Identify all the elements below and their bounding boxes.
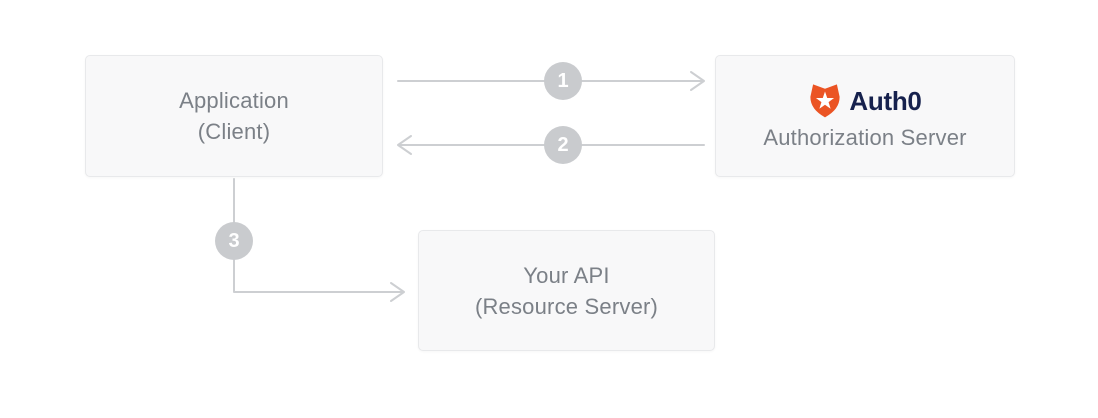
step-1-number: 1	[557, 69, 569, 92]
step-3-badge: 3	[215, 222, 253, 260]
auth0-logo: Auth0	[808, 82, 922, 120]
step-2-badge: 2	[544, 126, 582, 164]
application-node-subtitle: (Client)	[197, 119, 271, 144]
step-3-number: 3	[228, 229, 240, 252]
arrow-3-head-icon	[390, 282, 405, 302]
arrow-1-head-icon	[690, 71, 705, 91]
auth0-authorization-server-node: Auth0 Authorization Server	[715, 55, 1015, 177]
api-node-title: Your API	[523, 262, 610, 288]
auth0-shield-icon	[810, 83, 841, 117]
arrow-3-line	[233, 178, 403, 293]
step-1-badge: 1	[544, 62, 582, 100]
auth0-node-label: Authorization Server	[763, 124, 967, 150]
auth0-wordmark: Auth0	[849, 85, 922, 116]
application-client-node: Application (Client)	[85, 55, 383, 177]
step-2-number: 2	[557, 133, 569, 156]
arrow-2-head-icon	[397, 135, 412, 155]
api-node-subtitle: (Resource Server)	[474, 293, 659, 319]
your-api-resource-server-node: Your API (Resource Server)	[418, 230, 715, 351]
application-node-title: Application	[179, 88, 289, 113]
